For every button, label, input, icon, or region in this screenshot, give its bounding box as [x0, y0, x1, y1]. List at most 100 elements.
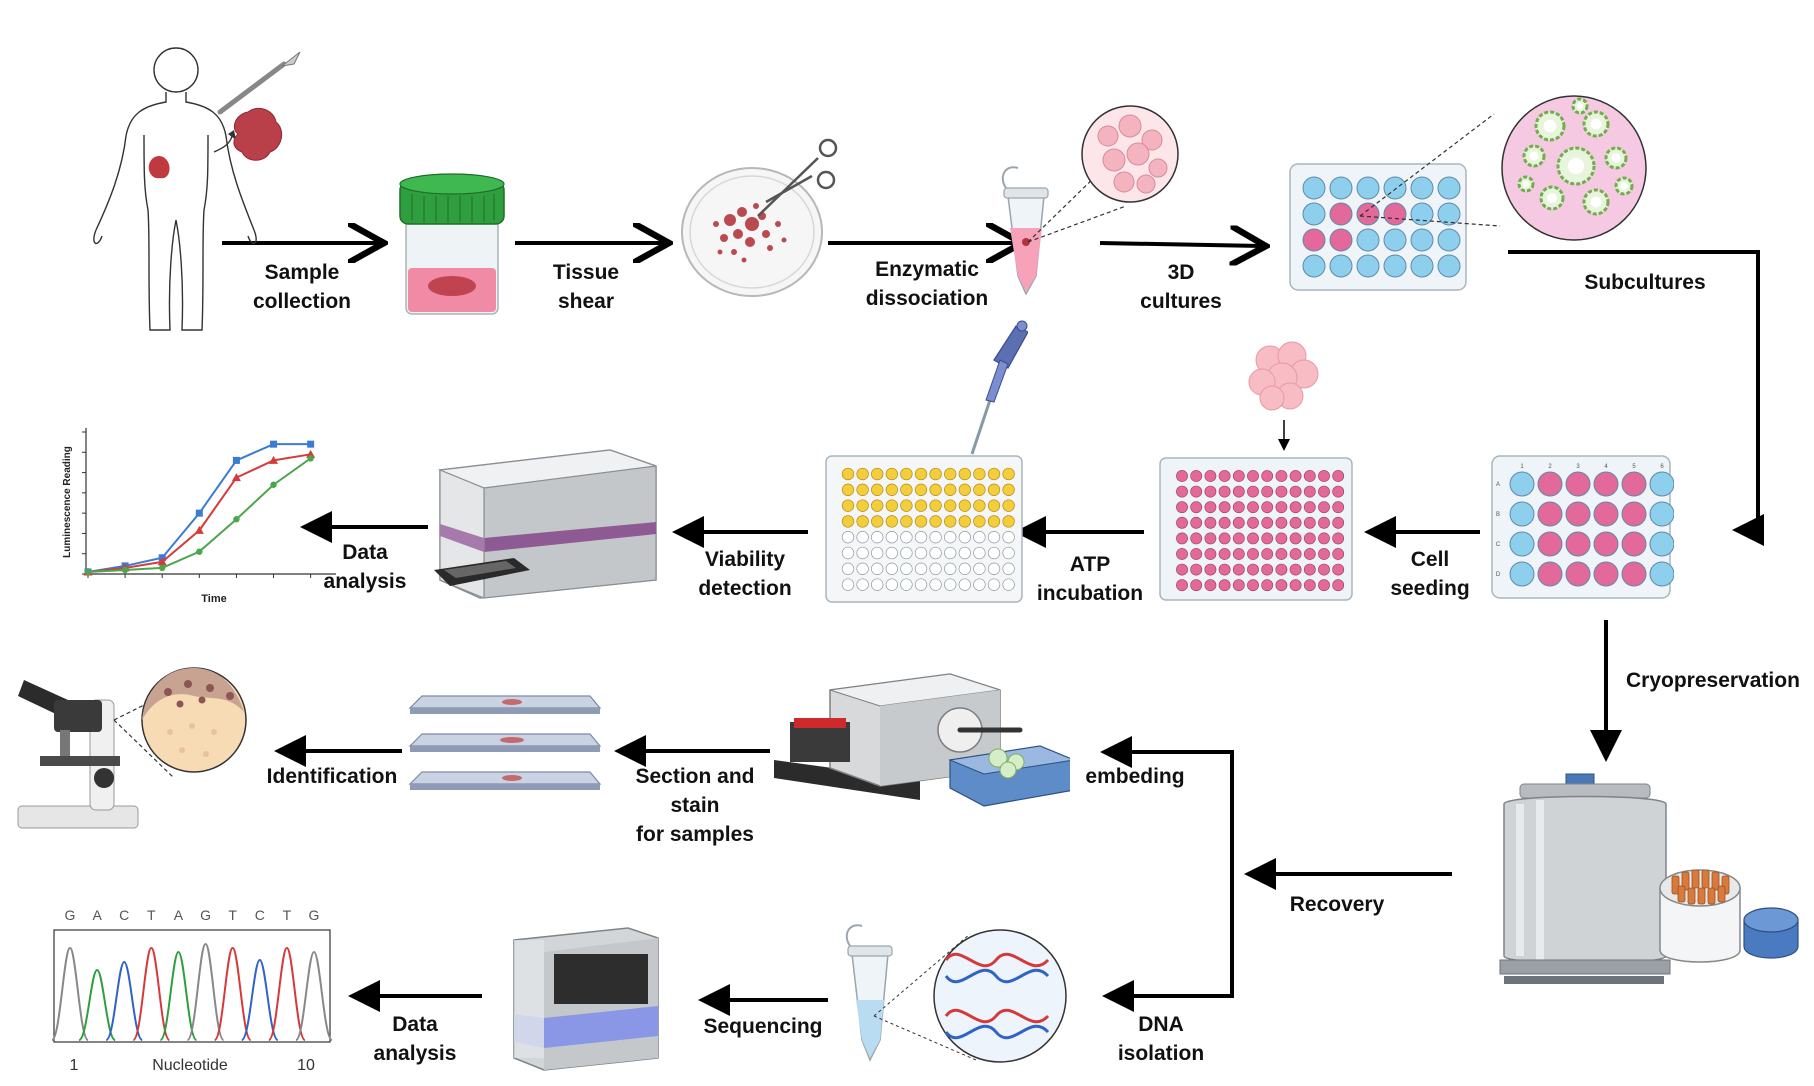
well: [1318, 563, 1330, 576]
well: [1247, 485, 1259, 498]
well: [1002, 531, 1015, 544]
well: [914, 515, 928, 528]
well: [1356, 254, 1380, 278]
well: [1537, 531, 1563, 557]
well: [1289, 548, 1302, 560]
chart-y-label: Luminescence Reading: [62, 446, 73, 558]
well: [1232, 516, 1245, 529]
well: [1190, 470, 1203, 482]
well: [1565, 531, 1591, 557]
luminescence-chart: Time Luminescence Reading: [62, 428, 336, 605]
label-section-stain: Section and stain for samples: [635, 765, 755, 846]
well: [1289, 579, 1302, 592]
well: [1232, 548, 1245, 560]
microscope-icon: [17, 667, 247, 829]
well: [958, 546, 971, 560]
well: [1261, 501, 1274, 514]
well: [973, 483, 986, 496]
tumor-small-icon: [148, 156, 170, 179]
well: [1190, 579, 1203, 592]
well: [871, 546, 884, 560]
human-body-icon: [93, 47, 301, 331]
label-cryopreservation: Cryopreservation: [1626, 669, 1800, 692]
well: [1437, 202, 1461, 226]
well: [856, 562, 869, 575]
organoid: [1582, 110, 1610, 138]
well: [1332, 470, 1345, 482]
well: [914, 562, 928, 575]
plate-col-label: 6: [1660, 464, 1664, 470]
well: [1303, 485, 1316, 498]
well: [1247, 579, 1259, 592]
data-point: [232, 456, 240, 464]
well: [914, 467, 928, 481]
base-letter: C: [255, 907, 265, 923]
well: [1332, 563, 1345, 576]
well: [1261, 579, 1274, 592]
well: [1289, 516, 1302, 529]
well: [1218, 516, 1231, 529]
well: [1356, 228, 1380, 252]
well: [1303, 579, 1316, 592]
well: [1303, 516, 1316, 529]
plate-row-label: B: [1496, 512, 1500, 518]
well: [900, 515, 913, 528]
well: [1218, 485, 1231, 498]
well: [871, 499, 884, 512]
well: [1247, 501, 1259, 514]
data-point: [270, 481, 277, 488]
data-point: [121, 566, 129, 574]
well: [900, 546, 913, 560]
arrow-subcultures: [1508, 250, 1764, 546]
well: [841, 499, 855, 512]
well: [1218, 532, 1231, 545]
well: [1261, 548, 1274, 560]
well: [1410, 254, 1434, 278]
well: [1247, 516, 1259, 529]
plate-col-label: 2: [1548, 464, 1552, 470]
well: [1593, 561, 1619, 587]
well: [1176, 516, 1188, 529]
well: [1190, 548, 1203, 560]
well: [1275, 501, 1288, 514]
well: [1218, 579, 1231, 592]
cassette-icon: [948, 745, 1070, 807]
well: [1649, 531, 1674, 557]
well: [841, 515, 855, 528]
label-data-analysis-1: Data analysis: [323, 541, 407, 593]
well: [1302, 202, 1326, 226]
well: [900, 531, 913, 544]
well: [958, 531, 971, 544]
well: [958, 467, 971, 481]
label-recovery: Recovery: [1289, 893, 1385, 916]
label-embeding: embeding: [1085, 765, 1185, 788]
well: [1204, 501, 1217, 514]
microtome-icon: [774, 673, 1070, 807]
organoid: [1534, 110, 1566, 142]
well: [1621, 561, 1647, 587]
well: [1318, 501, 1330, 514]
well: [944, 531, 957, 544]
well: [1332, 579, 1345, 592]
chromatogram-peak: [159, 950, 198, 1041]
well: [856, 499, 869, 512]
data-point: [233, 516, 240, 523]
well: [856, 546, 869, 560]
well: [929, 499, 942, 512]
well: [1176, 563, 1188, 576]
well: [1332, 485, 1345, 498]
well: [1261, 470, 1274, 482]
base-letter: A: [92, 907, 102, 923]
well: [871, 483, 884, 496]
well: [1537, 501, 1563, 527]
chart-x-label: Time: [201, 593, 226, 605]
well: [1247, 563, 1259, 576]
well: [1565, 561, 1591, 587]
well: [885, 499, 898, 512]
plate-row-label: C: [1496, 542, 1501, 548]
organoid: [1539, 185, 1565, 211]
well: [1204, 548, 1217, 560]
well: [914, 531, 928, 544]
well: [1410, 228, 1434, 252]
